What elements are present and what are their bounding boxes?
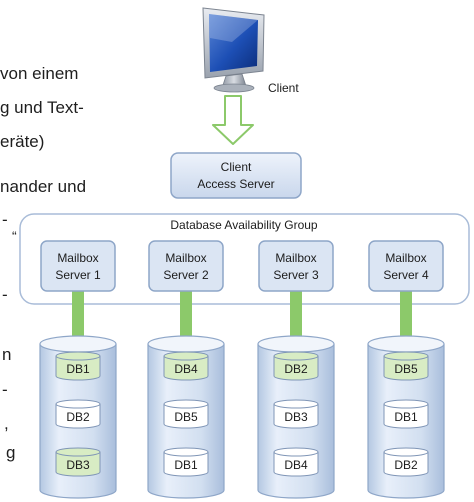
database-copy-top [273, 351, 319, 361]
database-copy-top [163, 447, 209, 457]
mailbox-server-box [368, 240, 444, 292]
passive-database-copy [163, 404, 209, 429]
passive-database-copy [383, 404, 429, 429]
database-copy-label: DB4 [284, 458, 308, 472]
mailbox-server-label-line1: Mailbox [275, 251, 316, 265]
passive-database-copy [163, 452, 209, 477]
passive-database-copy [55, 404, 101, 429]
background-text-line: eräte) [0, 132, 45, 151]
cas-label-line1: Client [221, 160, 252, 174]
monitor-icon [202, 7, 265, 93]
mailbox-server-label-line2: Server 2 [163, 268, 209, 282]
mailbox-server-box [148, 240, 224, 292]
database-copy-top [55, 399, 101, 409]
database-copy-label: DB2 [66, 410, 90, 424]
mailbox-server-label-line2: Server 1 [55, 268, 101, 282]
database-copy-label: DB3 [66, 458, 90, 472]
cas-label-line2: Access Server [197, 177, 274, 191]
mailbox-server-label-line1: Mailbox [165, 251, 206, 265]
database-copy-label: DB1 [394, 410, 418, 424]
database-copy-label: DB1 [66, 362, 90, 376]
background-text-line: n [2, 345, 12, 364]
database-copy-top [163, 399, 209, 409]
database-copy-label: DB1 [174, 458, 198, 472]
passive-database-copy [273, 452, 319, 477]
background-text-line: von einem [0, 64, 79, 83]
mailbox-server-label-line1: Mailbox [57, 251, 98, 265]
database-copy-top [163, 351, 209, 361]
storage-cylinder-top [257, 335, 335, 353]
active-database-copy [273, 356, 319, 381]
storage-cylinder-top [147, 335, 225, 353]
background-text-line: “ [12, 228, 17, 244]
storage-cylinder-top [39, 335, 117, 353]
database-copy-label: DB5 [174, 410, 198, 424]
client-label: Client [268, 81, 299, 95]
database-copy-top [383, 351, 429, 361]
server-storage-connector [180, 290, 192, 336]
background-text-line: g [6, 443, 16, 462]
active-database-copy [55, 452, 101, 477]
dag-label: Database Availability Group [170, 218, 318, 232]
mailbox-server-label-line2: Server 3 [273, 268, 319, 282]
server-storage-connector [290, 290, 302, 336]
database-copy-top [383, 399, 429, 409]
down-arrow-icon [212, 95, 254, 145]
active-database-copy [163, 356, 209, 381]
database-copy-label: DB2 [284, 362, 308, 376]
database-copy-top [273, 447, 319, 457]
background-text-line: , [4, 414, 9, 433]
client-access-server-box [170, 152, 302, 199]
server-storage-connector [400, 290, 412, 336]
database-availability-group-box [19, 213, 470, 305]
mailbox-server-box [40, 240, 116, 292]
background-text-line: - [2, 285, 8, 304]
background-text-line: nander und [0, 177, 87, 196]
mailbox-server-label-line2: Server 4 [383, 268, 429, 282]
server-storage-connector [72, 290, 84, 336]
passive-database-copy [273, 404, 319, 429]
background-text-line: g und Text- [0, 98, 84, 117]
storage-cylinder-top [367, 335, 445, 353]
mailbox-server-label-line1: Mailbox [385, 251, 426, 265]
background-text-line: - [2, 380, 8, 399]
mailbox-server-box [258, 240, 334, 292]
database-copy-top [55, 351, 101, 361]
database-copy-label: DB3 [284, 410, 308, 424]
background-text-line: - [2, 210, 8, 229]
database-copy-top [55, 447, 101, 457]
active-database-copy [55, 356, 101, 381]
database-copy-top [273, 399, 319, 409]
database-copy-label: DB5 [394, 362, 418, 376]
database-copy-label: DB2 [394, 458, 418, 472]
active-database-copy [383, 356, 429, 381]
database-copy-label: DB4 [174, 362, 198, 376]
passive-database-copy [383, 452, 429, 477]
database-copy-top [383, 447, 429, 457]
